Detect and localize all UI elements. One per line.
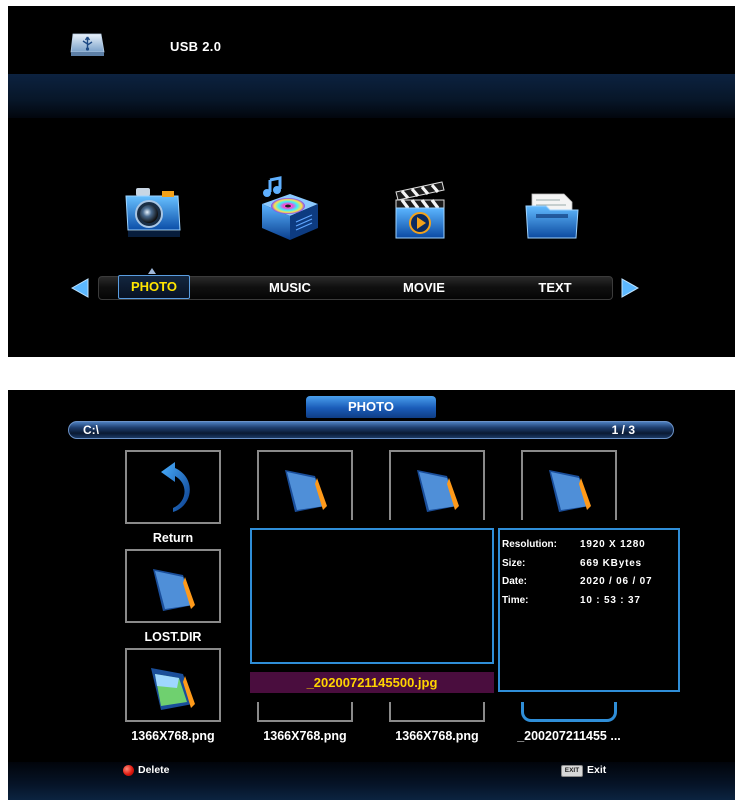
- return-arrow-icon: [161, 462, 190, 512]
- current-path: C:\: [83, 423, 99, 437]
- music-box-icon[interactable]: [256, 176, 322, 244]
- folder-icon: [549, 470, 591, 512]
- media-home-screen: USB 2.0: [8, 6, 735, 357]
- info-row-date: Date: 2020 / 06 / 07: [502, 576, 653, 587]
- folder-icon: [417, 470, 459, 512]
- selection-caret: [148, 268, 156, 274]
- image-folder-icon: [151, 668, 195, 710]
- page-indicator: 1 / 3: [611, 423, 635, 437]
- exit-key-icon[interactable]: EXIT: [561, 765, 583, 777]
- file-item-lost-dir[interactable]: [125, 549, 221, 623]
- page-title: PHOTO: [306, 396, 436, 418]
- tab-music[interactable]: MUSIC: [269, 280, 311, 295]
- category-bar: PHOTO MUSIC MOVIE TEXT: [98, 275, 613, 300]
- document-folder-icon[interactable]: [522, 184, 582, 244]
- arrow-left-icon[interactable]: [70, 278, 92, 298]
- folder-icon: [285, 470, 327, 512]
- file-info-panel: Resolution: 1920 X 1280 Size: 669 KBytes…: [498, 528, 680, 692]
- tab-text[interactable]: TEXT: [538, 280, 572, 295]
- delete-label: Delete: [138, 764, 170, 776]
- file-item-image[interactable]: [257, 702, 353, 722]
- file-item-image[interactable]: [125, 648, 221, 722]
- image-preview: [250, 528, 494, 664]
- file-label-lost-dir: LOST.DIR: [144, 630, 202, 644]
- info-row-size: Size: 669 KBytes: [502, 557, 642, 569]
- photo-browser-screen: PHOTO C:\ 1 / 3 Return: [8, 390, 735, 800]
- path-bar: C:\ 1 / 3: [68, 421, 674, 439]
- header-band: [8, 74, 735, 118]
- tab-movie[interactable]: MOVIE: [403, 280, 445, 295]
- file-item-folder[interactable]: [257, 450, 353, 520]
- clapperboard-icon[interactable]: [392, 178, 450, 244]
- folder-icon: [153, 569, 195, 611]
- file-label: _200207211455 ...: [517, 729, 621, 743]
- usb-drive-icon: [70, 33, 105, 56]
- file-item-image-selected[interactable]: [521, 702, 617, 722]
- file-item-folder[interactable]: [521, 450, 617, 520]
- file-label: 1366X768.png: [263, 729, 347, 743]
- file-label: 1366X768.png: [395, 729, 479, 743]
- device-label: USB 2.0: [170, 39, 222, 54]
- file-label-return: Return: [152, 531, 194, 545]
- file-label: 1366X768.png: [131, 729, 215, 743]
- tab-photo[interactable]: PHOTO: [118, 275, 190, 299]
- red-button-icon[interactable]: [123, 765, 134, 776]
- info-row-resolution: Resolution: 1920 X 1280: [502, 539, 646, 550]
- file-item-folder[interactable]: [389, 450, 485, 520]
- file-item-image[interactable]: [389, 702, 485, 722]
- selected-filename: _20200721145500.jpg: [250, 672, 494, 693]
- exit-label: Exit: [587, 764, 607, 776]
- arrow-right-icon[interactable]: [618, 278, 640, 298]
- camera-icon[interactable]: [122, 182, 184, 244]
- file-item-return[interactable]: [125, 450, 221, 524]
- footer-band: [8, 762, 735, 800]
- info-row-time: Time: 10 : 53 : 37: [502, 594, 641, 606]
